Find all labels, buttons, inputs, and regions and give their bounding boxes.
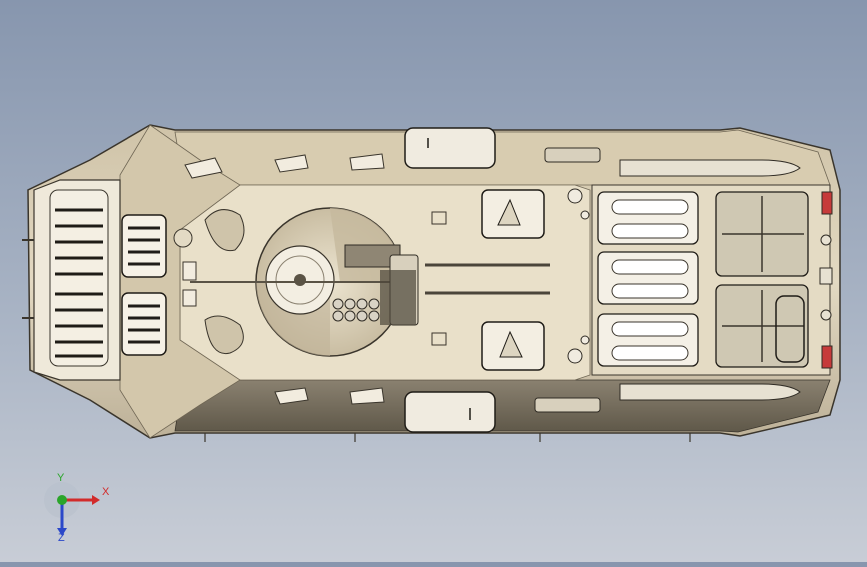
front-vision-blocks — [182, 153, 385, 405]
turret — [190, 207, 419, 357]
side-door-top — [404, 127, 496, 169]
engine-deck — [591, 184, 831, 376]
front-round-vents — [173, 209, 245, 355]
side-door-bottom — [404, 391, 496, 433]
hull-ticks — [204, 433, 691, 442]
driver-hatch-lower — [121, 292, 167, 356]
z-axis-label: Z — [58, 532, 65, 544]
coordinate-triad: X Y Z — [44, 472, 124, 548]
rear-stowage — [619, 159, 801, 401]
x-axis-label: X — [102, 486, 110, 498]
upper-side-slope — [174, 129, 831, 186]
y-axis-label: Y — [57, 472, 65, 484]
troop-hatch-bottom — [481, 321, 545, 371]
driver-hatch-upper — [121, 214, 167, 278]
troop-hatch-top — [481, 189, 545, 239]
hinges — [534, 147, 601, 413]
rear-lights — [821, 191, 833, 369]
bolts — [567, 188, 590, 364]
y-axis-dot — [57, 495, 67, 505]
deck-rails — [425, 263, 550, 295]
front-door-panel — [22, 179, 121, 381]
